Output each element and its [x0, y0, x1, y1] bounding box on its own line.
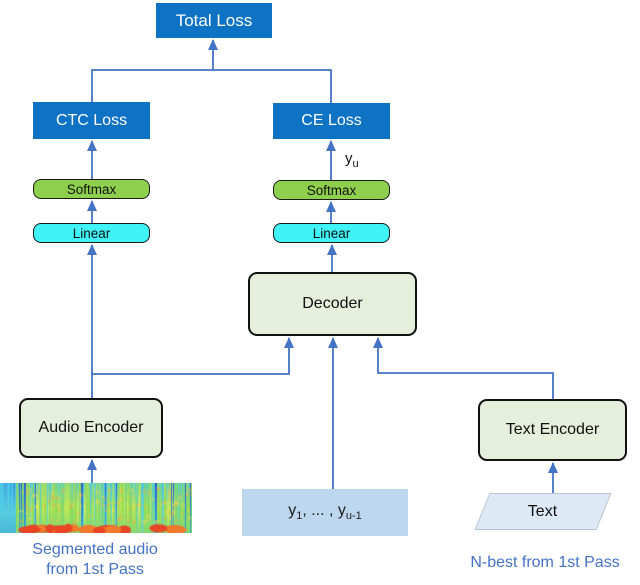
total-loss-node: Total Loss	[156, 3, 272, 38]
spectrogram-image	[0, 483, 192, 533]
ctc-loss-label: CTC Loss	[55, 111, 128, 129]
segmented-audio-caption: Segmented audio from 1st Pass	[32, 541, 158, 578]
ctc-loss-node: CTC Loss	[33, 102, 150, 139]
ce-loss-label: CE Loss	[301, 112, 362, 129]
ce-loss-node: CE Loss	[273, 103, 390, 139]
y-sequence-label: y1, ... , yu-1	[288, 502, 362, 523]
nbest-caption: N-best from 1st Pass	[470, 554, 620, 571]
decoder-label: Decoder	[302, 295, 363, 312]
decoder-node: Decoder	[248, 272, 417, 336]
softmax-right-node: Softmax	[273, 180, 390, 200]
y-sequence-node: y1, ... , yu-1	[242, 489, 408, 536]
yu-annotation: yu	[345, 150, 359, 170]
text-encoder-node: Text Encoder	[478, 399, 627, 461]
total-loss-label: Total Loss	[175, 10, 253, 30]
linear-left-label: Linear	[72, 225, 111, 241]
text-input-node: Text	[474, 493, 612, 530]
softmax-right-label: Softmax	[306, 182, 357, 198]
text-encoder-label: Text Encoder	[505, 421, 600, 438]
softmax-left-label: Softmax	[66, 181, 117, 197]
arrow-audioencoder-to-decoder	[92, 337, 294, 375]
audio-encoder-node: Audio Encoder	[19, 398, 163, 458]
text-input-label: Text	[528, 502, 558, 520]
arrow-textencoder-to-decoder	[373, 337, 554, 399]
linear-left-node: Linear	[33, 223, 150, 243]
softmax-left-node: Softmax	[33, 179, 150, 199]
linear-right-label: Linear	[312, 225, 351, 241]
audio-encoder-label: Audio Encoder	[38, 419, 144, 436]
loss-merge-line	[91, 69, 332, 103]
linear-right-node: Linear	[273, 223, 390, 243]
